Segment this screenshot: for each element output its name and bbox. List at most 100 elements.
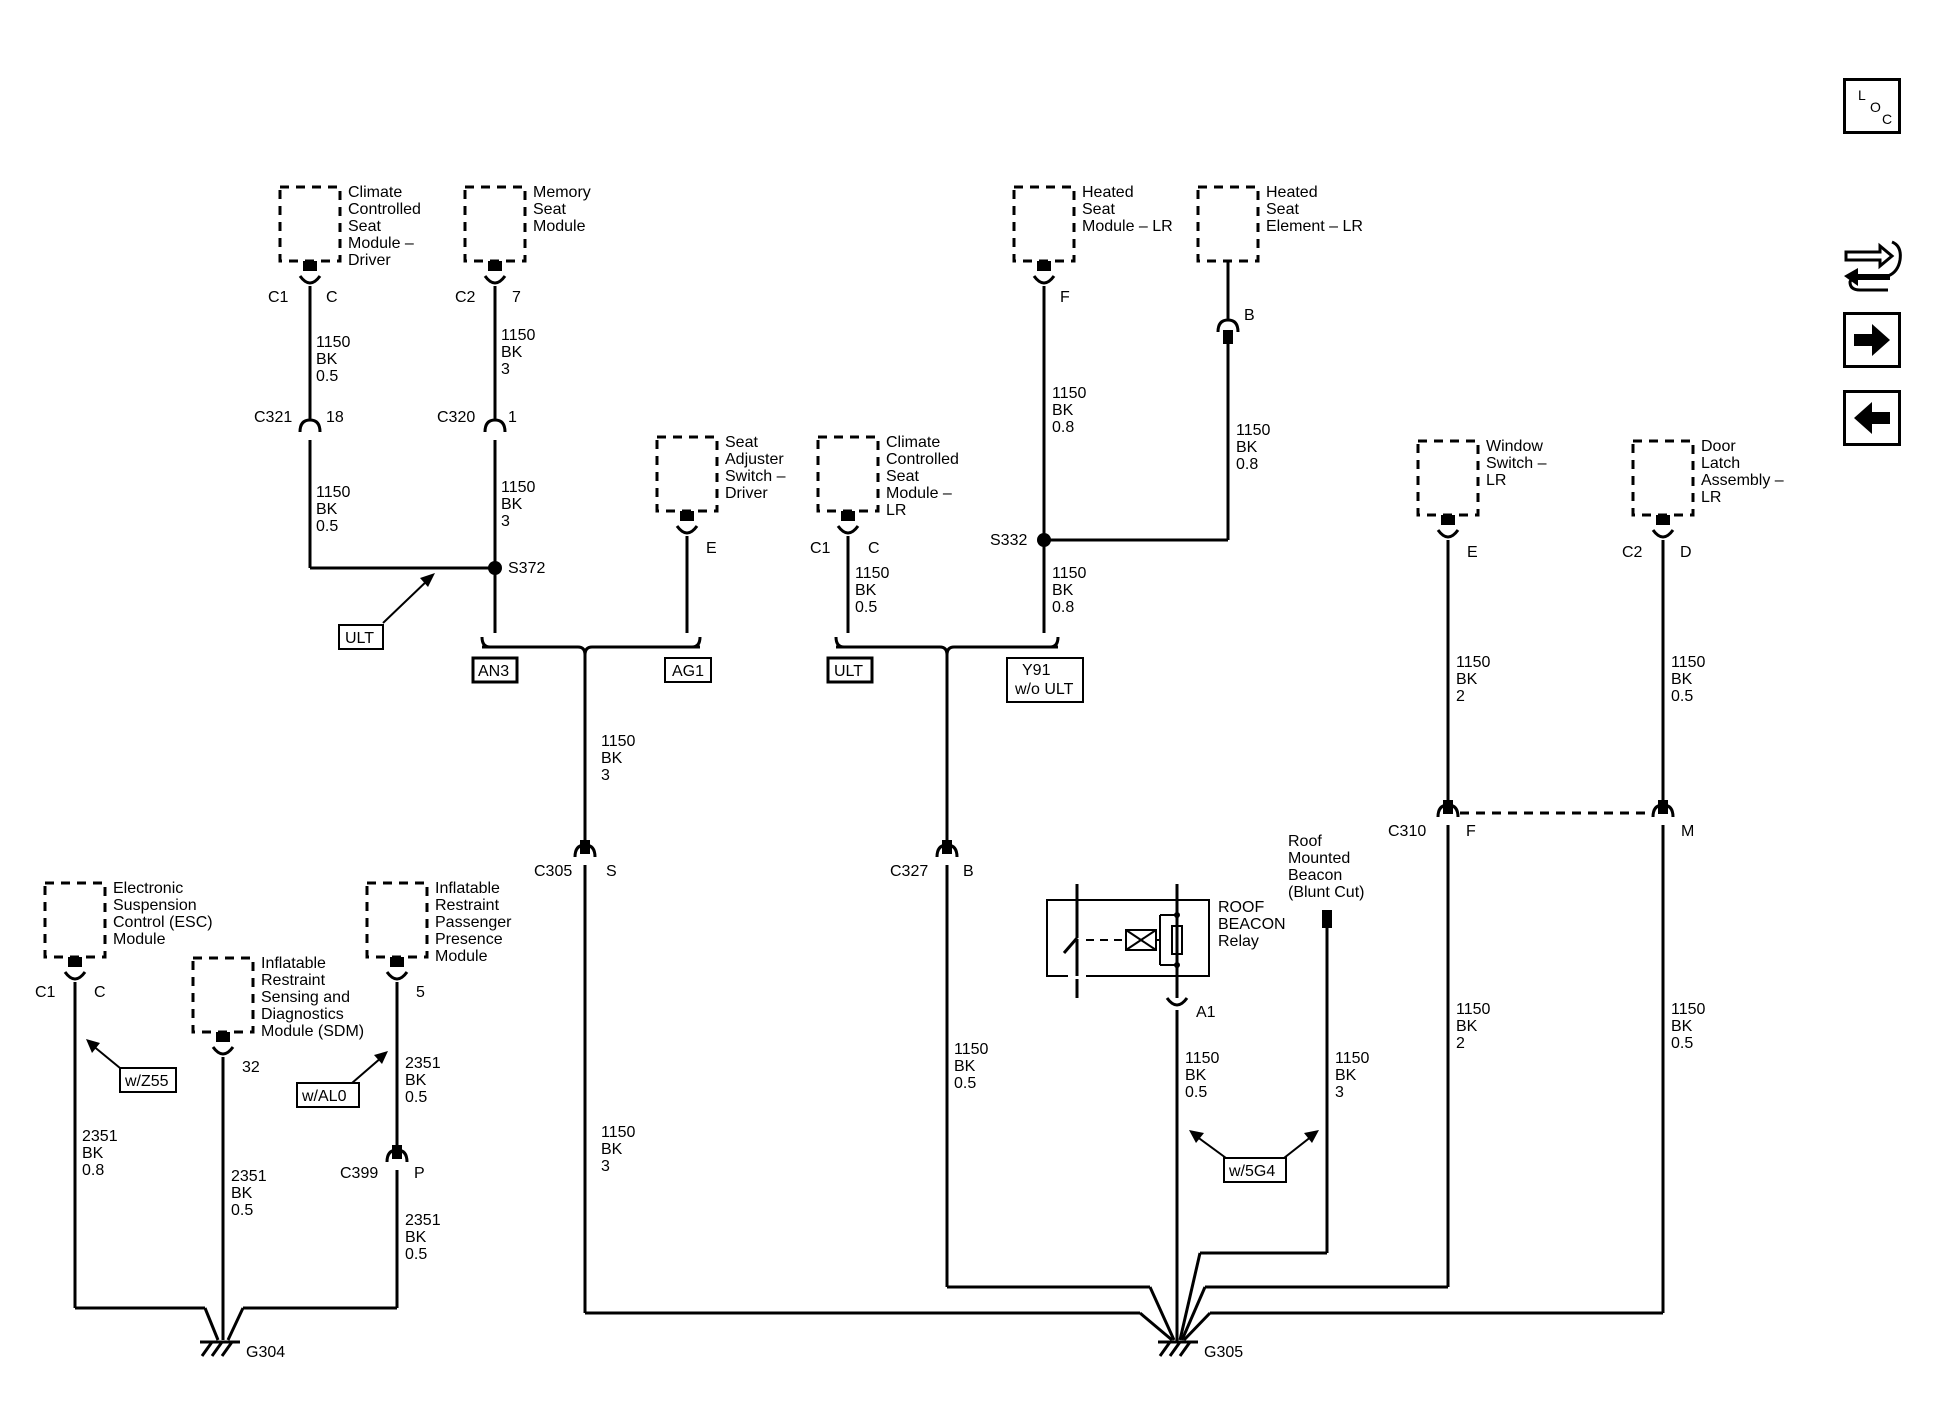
component-passenger-presence-module: Inflatable Restraint Passenger Presence … bbox=[365, 880, 512, 967]
svg-text:Seat: Seat bbox=[1082, 201, 1115, 218]
svg-text:1150: 1150 bbox=[316, 334, 351, 351]
svg-text:C320: C320 bbox=[437, 409, 475, 426]
svg-text:D: D bbox=[1680, 544, 1692, 561]
svg-text:1150: 1150 bbox=[601, 1124, 636, 1141]
male-pins bbox=[392, 330, 1668, 1159]
wrench-arrows-icon[interactable] bbox=[1840, 232, 1906, 298]
svg-text:Switch –: Switch – bbox=[1486, 455, 1547, 472]
ground-g305: G305 bbox=[1158, 1340, 1243, 1361]
splice-s332 bbox=[1037, 533, 1051, 547]
svg-text:0.5: 0.5 bbox=[855, 599, 877, 616]
svg-text:3: 3 bbox=[501, 361, 510, 378]
svg-text:Module: Module bbox=[533, 218, 586, 235]
svg-text:Seat: Seat bbox=[1266, 201, 1299, 218]
svg-text:Module: Module bbox=[113, 931, 166, 948]
svg-text:BK: BK bbox=[501, 496, 523, 513]
svg-text:1150: 1150 bbox=[954, 1041, 989, 1058]
svg-text:C1: C1 bbox=[268, 289, 289, 306]
svg-text:Driver: Driver bbox=[348, 252, 391, 269]
svg-text:Inflatable: Inflatable bbox=[261, 955, 326, 972]
svg-text:0.5: 0.5 bbox=[1671, 688, 1693, 705]
svg-text:Restraint: Restraint bbox=[261, 972, 326, 989]
svg-text:C: C bbox=[94, 984, 106, 1001]
svg-text:LR: LR bbox=[1701, 489, 1721, 506]
svg-text:C2: C2 bbox=[455, 289, 476, 306]
svg-text:0.5: 0.5 bbox=[1671, 1035, 1693, 1052]
svg-text:C310: C310 bbox=[1388, 823, 1426, 840]
svg-text:C305: C305 bbox=[534, 863, 572, 880]
svg-text:Module: Module bbox=[435, 948, 488, 965]
svg-text:E: E bbox=[1467, 544, 1478, 561]
svg-text:Relay: Relay bbox=[1218, 933, 1259, 950]
svg-text:Controlled: Controlled bbox=[886, 451, 959, 468]
svg-text:P: P bbox=[414, 1165, 425, 1182]
svg-text:1150: 1150 bbox=[1671, 1001, 1706, 1018]
svg-text:0.8: 0.8 bbox=[1052, 419, 1074, 436]
svg-text:C399: C399 bbox=[340, 1165, 378, 1182]
svg-text:Seat: Seat bbox=[348, 218, 381, 235]
svg-text:w/AL0: w/AL0 bbox=[301, 1088, 347, 1105]
svg-text:0.5: 0.5 bbox=[954, 1075, 976, 1092]
connector-labels: C1 C C2 7 C321 18 C320 1 S372 F B E C1 C… bbox=[35, 289, 1694, 1182]
svg-text:1: 1 bbox=[508, 409, 517, 426]
svg-text:3: 3 bbox=[501, 513, 510, 530]
svg-text:Heated: Heated bbox=[1266, 184, 1318, 201]
svg-text:A1: A1 bbox=[1196, 1004, 1216, 1021]
loc-letter-l: L bbox=[1858, 87, 1866, 103]
svg-text:Module –: Module – bbox=[886, 485, 952, 502]
svg-text:0.5: 0.5 bbox=[1185, 1084, 1207, 1101]
loc-letter-c: C bbox=[1882, 111, 1893, 127]
ground-g304: G304 bbox=[200, 1340, 285, 1361]
prev-button[interactable] bbox=[1843, 390, 1901, 446]
svg-text:AN3: AN3 bbox=[478, 663, 509, 680]
option-an3: AN3 bbox=[471, 656, 519, 684]
svg-text:1150: 1150 bbox=[1185, 1050, 1220, 1067]
svg-text:Roof: Roof bbox=[1288, 833, 1322, 850]
svg-text:BK: BK bbox=[1456, 1018, 1478, 1035]
svg-text:G304: G304 bbox=[246, 1344, 285, 1361]
svg-text:C1: C1 bbox=[35, 984, 56, 1001]
option-w-5g4: w/5G4 bbox=[1189, 1130, 1319, 1183]
svg-text:ULT: ULT bbox=[834, 663, 863, 680]
svg-text:BK: BK bbox=[601, 1141, 623, 1158]
svg-text:1150: 1150 bbox=[1671, 654, 1706, 671]
svg-text:B: B bbox=[1244, 307, 1255, 324]
svg-text:BK: BK bbox=[1052, 582, 1074, 599]
svg-text:3: 3 bbox=[1335, 1084, 1344, 1101]
svg-text:0.8: 0.8 bbox=[1236, 456, 1258, 473]
svg-text:5: 5 bbox=[416, 984, 425, 1001]
roof-beacon-relay: ROOF BEACON Relay bbox=[1046, 884, 1286, 998]
loc-button[interactable]: L O C bbox=[1843, 78, 1901, 134]
svg-text:Y91: Y91 bbox=[1022, 662, 1051, 679]
svg-text:Module (SDM): Module (SDM) bbox=[261, 1023, 364, 1040]
option-ult-box: ULT bbox=[826, 656, 874, 684]
svg-text:Diagnostics: Diagnostics bbox=[261, 1006, 344, 1023]
svg-text:0.8: 0.8 bbox=[82, 1162, 104, 1179]
svg-text:1150: 1150 bbox=[1456, 1001, 1491, 1018]
svg-text:Restraint: Restraint bbox=[435, 897, 500, 914]
svg-text:Climate: Climate bbox=[886, 434, 940, 451]
svg-text:F: F bbox=[1466, 823, 1476, 840]
svg-text:B: B bbox=[963, 863, 974, 880]
svg-text:Door: Door bbox=[1701, 438, 1736, 455]
svg-text:BK: BK bbox=[954, 1058, 976, 1075]
component-memory-seat-module: Memory Seat Module bbox=[463, 184, 591, 271]
svg-text:E: E bbox=[706, 540, 717, 557]
svg-text:2: 2 bbox=[1456, 688, 1465, 705]
svg-text:1150: 1150 bbox=[1456, 654, 1491, 671]
component-heated-seat-element-lr: Heated Seat Element – LR bbox=[1196, 184, 1363, 263]
option-y91: Y91 w/o ULT bbox=[1006, 657, 1084, 703]
svg-text:Heated: Heated bbox=[1082, 184, 1134, 201]
next-button[interactable] bbox=[1843, 312, 1901, 368]
svg-text:BK: BK bbox=[405, 1229, 427, 1246]
svg-text:w/Z55: w/Z55 bbox=[124, 1073, 169, 1090]
svg-text:(Blunt Cut): (Blunt Cut) bbox=[1288, 884, 1364, 901]
svg-text:Switch –: Switch – bbox=[725, 468, 786, 485]
svg-text:3: 3 bbox=[601, 1158, 610, 1175]
svg-text:Latch: Latch bbox=[1701, 455, 1740, 472]
svg-text:Sensing and: Sensing and bbox=[261, 989, 350, 1006]
svg-text:32: 32 bbox=[242, 1059, 260, 1076]
component-heated-seat-module-lr: Heated Seat Module – LR bbox=[1012, 184, 1173, 271]
